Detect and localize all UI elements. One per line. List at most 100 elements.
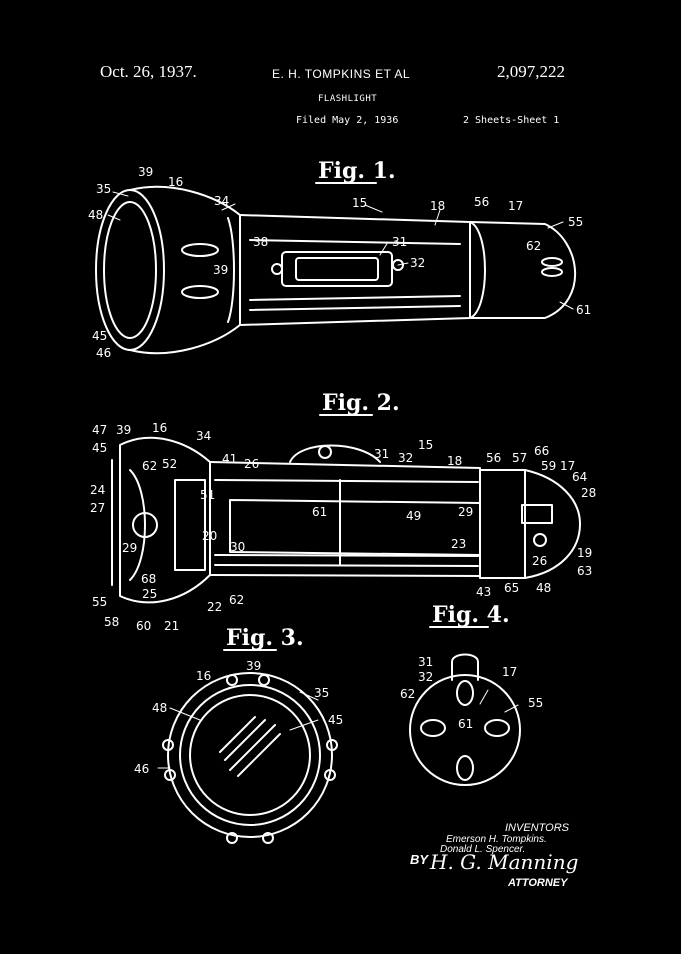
fig2-ref-numeral: 22 [207, 600, 222, 614]
fig2-ref-numeral: 29 [122, 541, 137, 555]
fig-4-switch-knob [451, 653, 479, 681]
fig4-ref-numeral: 32 [418, 670, 433, 684]
fig1-ref-numeral: 39 [138, 165, 153, 179]
fig2-ref-numeral: 57 [512, 451, 527, 465]
fig1-ref-numeral: 48 [88, 208, 103, 222]
fig3-ref-numeral: 48 [152, 701, 167, 715]
fig4-ref-numeral: 17 [502, 665, 517, 679]
fig2-ref-numeral: 19 [577, 546, 592, 560]
fig-3-head-front [162, 672, 338, 844]
by-label: BY [410, 852, 429, 867]
fig2-ref-numeral: 17 [560, 459, 575, 473]
fig-2-end-cap-mount [479, 469, 526, 579]
fig1-ref-numeral: 45 [92, 329, 107, 343]
fig1-ref-numeral: 62 [526, 239, 541, 253]
fig2-ref-numeral: 15 [418, 438, 433, 452]
fig-1-lens-rim [95, 189, 165, 351]
fig-3-lens [189, 694, 311, 816]
fig2-ref-numeral: 29 [458, 505, 473, 519]
fig2-ref-numeral: 30 [230, 540, 245, 554]
fig2-ref-numeral: 26 [244, 457, 259, 471]
fig2-ref-numeral: 24 [90, 483, 105, 497]
fig-1-switch [295, 257, 379, 281]
fig1-ref-numeral: 46 [96, 346, 111, 360]
fig2-ref-numeral: 43 [476, 585, 491, 599]
fig1-ref-numeral: 39 [213, 263, 228, 277]
fig-2-tail-cap [524, 469, 581, 579]
fig2-ref-numeral: 39 [116, 423, 131, 437]
fig2-ref-numeral: 27 [90, 501, 105, 515]
fig2-ref-numeral: 59 [541, 459, 556, 473]
fig2-ref-numeral: 62 [142, 459, 157, 473]
fig2-ref-numeral: 34 [196, 429, 211, 443]
inventor-header: E. H. TOMPKINS ET AL [272, 67, 411, 81]
fig-1-head [129, 185, 241, 355]
fig1-ref-numeral: 56 [474, 195, 489, 209]
fig-2-battery [229, 499, 481, 556]
fig2-ref-numeral: 51 [200, 488, 215, 502]
fig3-ref-numeral: 16 [196, 669, 211, 683]
fig1-ref-numeral: 15 [352, 196, 367, 210]
fig2-ref-numeral: 31 [374, 447, 389, 461]
fig2-ref-numeral: 23 [451, 537, 466, 551]
patent-date: Oct. 26, 1937. [100, 62, 197, 81]
fig-3-outer-ring [167, 672, 333, 838]
fig4-ref-numeral: 61 [458, 717, 473, 731]
patent-number: 2,097,222 [497, 62, 565, 81]
fig2-ref-numeral: 26 [532, 554, 547, 568]
fig-2-reflector-mount [174, 479, 206, 571]
fig3-ref-numeral: 35 [314, 686, 329, 700]
fig2-ref-numeral: 47 [92, 423, 107, 437]
attorney-signature: H. G. Manning [430, 850, 579, 874]
fig-2-barrel [209, 461, 481, 577]
attorney-label: ATTORNEY [508, 877, 568, 889]
fig-2-flashlight-section [111, 436, 581, 604]
fig1-ref-numeral: 16 [168, 175, 183, 189]
fig2-ref-numeral: 52 [162, 457, 177, 471]
fig-1-boss-lower [181, 285, 219, 299]
fig2-ref-numeral: 64 [572, 470, 587, 484]
fig-1-tail-cap [469, 221, 577, 319]
fig2-ref-numeral: 61 [312, 505, 327, 519]
inventors-heading: INVENTORS [505, 822, 569, 834]
fig2-ref-numeral: 62 [229, 593, 244, 607]
fig2-ref-numeral: 65 [504, 581, 519, 595]
fig2-ref-numeral: 55 [92, 595, 107, 609]
fig-1-flashlight [95, 185, 577, 355]
fig2-ref-numeral: 28 [581, 486, 596, 500]
inventor-1-name: Emerson H. Tompkins. [446, 834, 547, 845]
fig2-ref-numeral: 21 [164, 619, 179, 633]
fig1-ref-numeral: 34 [214, 194, 229, 208]
fig-2-caption: Fig. 2. [322, 390, 400, 416]
fig1-ref-numeral: 17 [508, 199, 523, 213]
fig-3-caption: Fig. 3. [226, 625, 304, 651]
sheet-count: 2 Sheets-Sheet 1 [463, 115, 560, 126]
fig4-ref-numeral: 31 [418, 655, 433, 669]
fig1-ref-numeral: 18 [430, 199, 445, 213]
fig-1-boss-upper [181, 243, 219, 257]
fig-2-switch-housing [289, 444, 381, 463]
fig-4-caption: Fig. 4. [432, 602, 510, 628]
fig2-ref-numeral: 41 [222, 452, 237, 466]
fig2-ref-numeral: 20 [202, 529, 217, 543]
filed-date: Filed May 2, 1936 [296, 115, 399, 126]
fig-1-body [239, 214, 471, 326]
patent-title: FLASHLIGHT [318, 94, 378, 104]
fig2-ref-numeral: 49 [406, 509, 421, 523]
fig2-ref-numeral: 32 [398, 451, 413, 465]
fig3-ref-numeral: 46 [134, 762, 149, 776]
fig1-ref-numeral: 35 [96, 182, 111, 196]
fig1-ref-numeral: 55 [568, 215, 583, 229]
fig2-ref-numeral: 60 [136, 619, 151, 633]
fig2-ref-numeral: 63 [577, 564, 592, 578]
fig2-ref-numeral: 66 [534, 444, 549, 458]
fig2-ref-numeral: 45 [92, 441, 107, 455]
fig4-ref-numeral: 62 [400, 687, 415, 701]
inventor-2-name: Donald L. Spencer. [440, 844, 526, 855]
fig3-ref-numeral: 45 [328, 713, 343, 727]
fig-2-bulb [132, 512, 158, 538]
fig1-ref-numeral: 38 [253, 235, 268, 249]
fig-1-caption: Fig. 1. [318, 158, 396, 184]
fig-1-lens [103, 201, 157, 339]
fig2-ref-numeral: 58 [104, 615, 119, 629]
